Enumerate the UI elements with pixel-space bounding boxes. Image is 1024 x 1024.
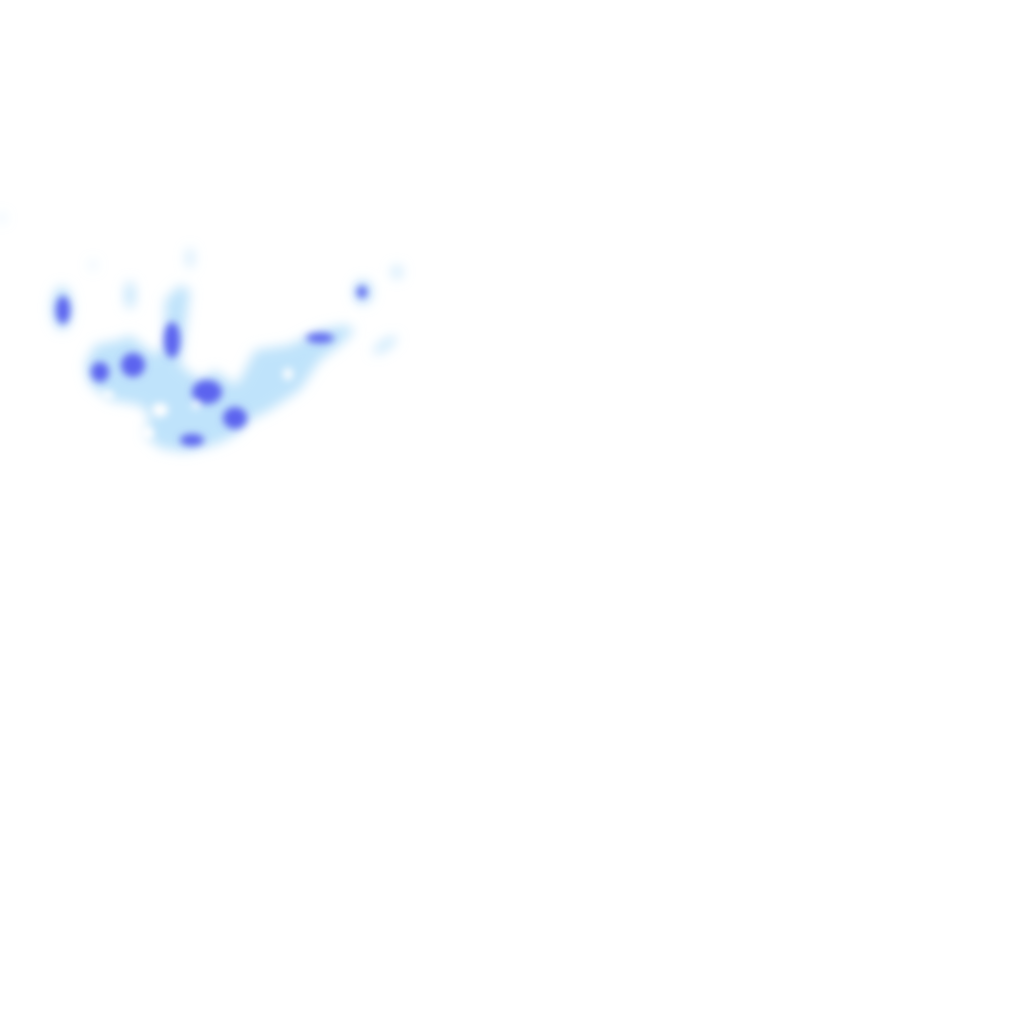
light-precipitation-area [0, 214, 402, 452]
heavy-precipitation-cells [56, 286, 367, 446]
clear-gaps [102, 368, 293, 439]
